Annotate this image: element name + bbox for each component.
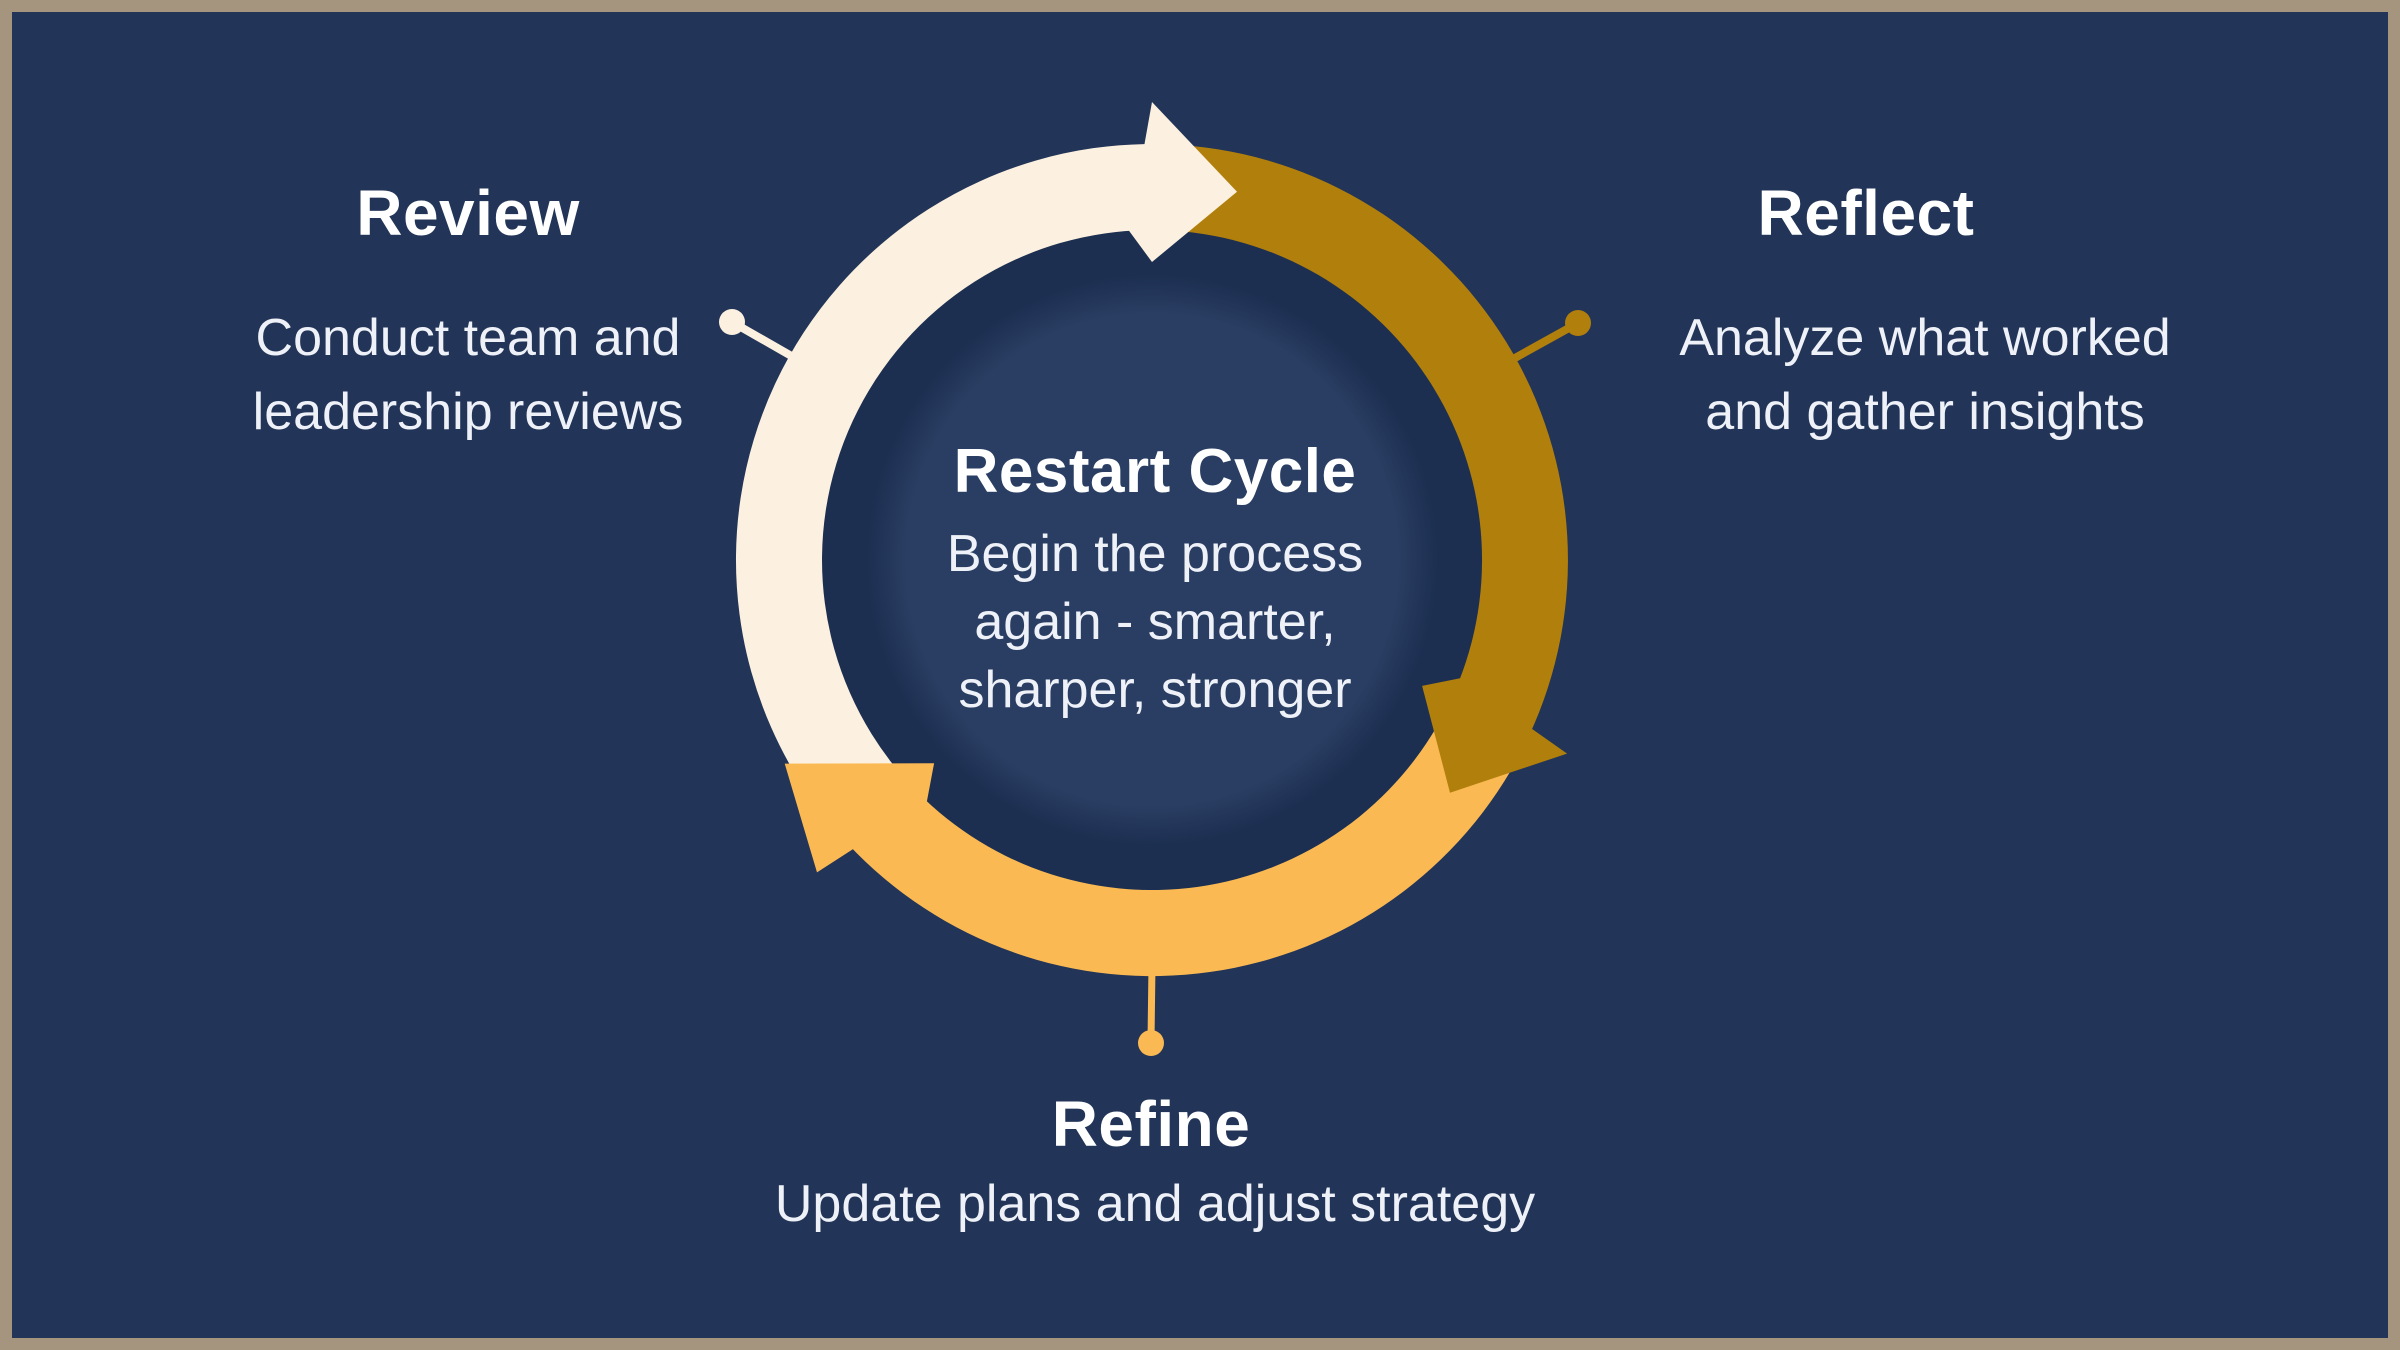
reflect-arrowhead-icon	[1422, 678, 1568, 793]
review-step-title: Review	[356, 177, 580, 249]
center-description-line-3: sharper, stronger	[958, 661, 1352, 719]
reflect-description-line-2: and gather insights	[1705, 383, 2145, 441]
reflect-connector-dot	[1565, 310, 1591, 336]
refine-step-title: Refine	[1051, 1088, 1251, 1160]
refine-connector	[1138, 964, 1164, 1056]
reflect-connector-line	[1503, 319, 1580, 367]
reflect-step-description: Analyze what worked and gather insights	[1679, 301, 2170, 449]
center-cycle-title: Restart Cycle	[953, 437, 1357, 506]
review-step-description: Conduct team and leadership reviews	[253, 301, 684, 449]
center-description-line-2: again - smarter,	[974, 593, 1336, 651]
center-cycle-description: Begin the process again - smarter, sharp…	[947, 520, 1363, 724]
center-description-line-1: Begin the process	[946, 525, 1364, 583]
reflect-connector	[1503, 310, 1591, 367]
refine-connector-dot	[1138, 1030, 1164, 1056]
review-description-line-1: Conduct team and	[255, 309, 681, 367]
review-connector	[719, 309, 802, 365]
refine-step-description: Update plans and adjust strategy	[774, 1175, 1536, 1233]
review-arc-segment	[735, 144, 1152, 828]
reflect-step-title: Reflect	[1757, 177, 1975, 249]
review-description-line-2: leadership reviews	[252, 383, 684, 441]
review-arrowhead-icon	[1129, 102, 1237, 262]
refine-arrowhead-icon	[784, 763, 935, 873]
review-connector-dot	[719, 309, 745, 335]
refine-connector-line	[1147, 964, 1156, 1042]
reflect-arc-segment	[1163, 144, 1568, 736]
refine-arc-segment	[847, 709, 1523, 977]
reflect-description-line-1: Analyze what worked	[1679, 309, 2171, 367]
center-circle	[820, 228, 1484, 892]
